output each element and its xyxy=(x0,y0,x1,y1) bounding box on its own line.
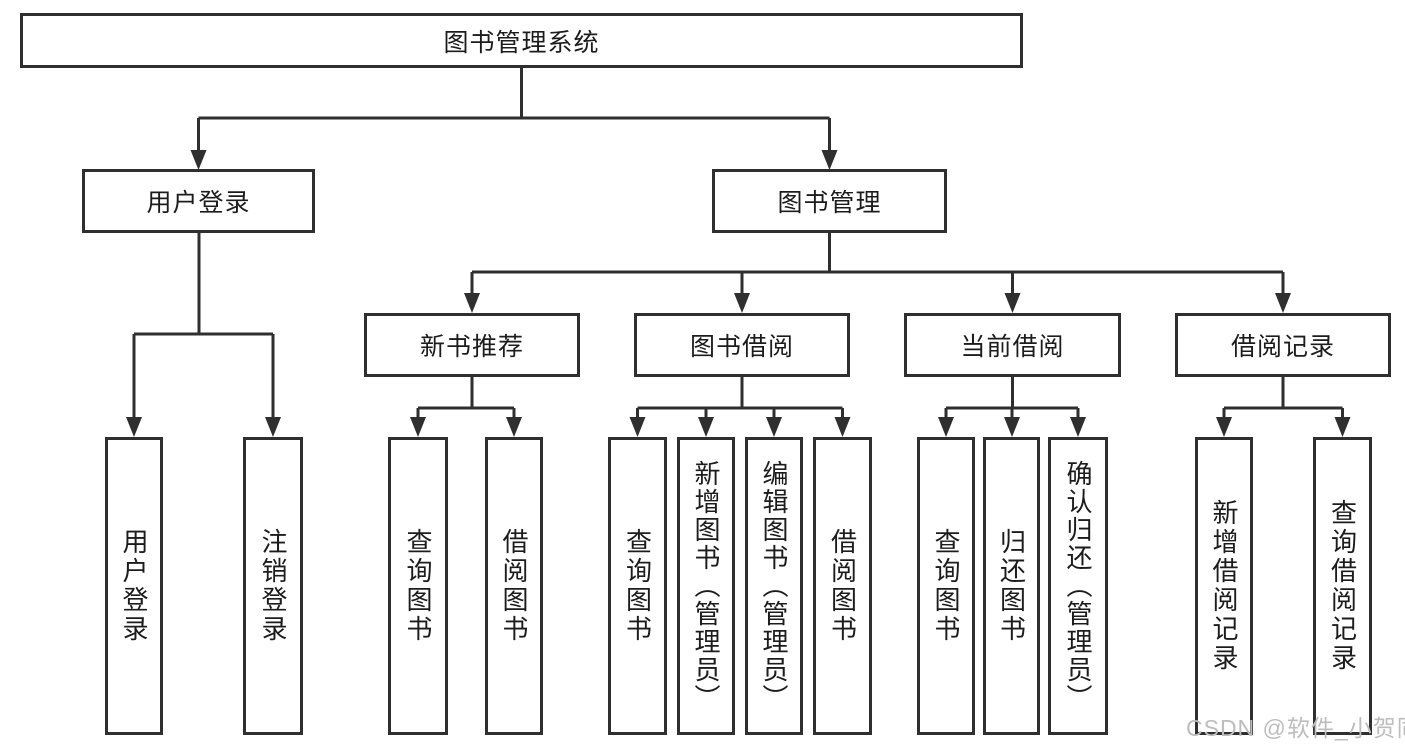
leaf-br-add-record-label: 新增借阅记录 xyxy=(1209,499,1239,673)
leaf-rec-borrow-book-label: 借阅图书 xyxy=(499,528,529,644)
leaf-bb-borrow-book-label: 借阅图书 xyxy=(827,528,858,644)
leaf-logout-label: 注销登录 xyxy=(258,528,288,644)
node-book-borrow-label: 图书借阅 xyxy=(689,333,794,361)
node-borrow-records: 借阅记录 xyxy=(1175,313,1391,377)
leaf-br-add-record: 新增借阅记录 xyxy=(1195,437,1253,735)
leaf-rec-query-book-label: 查询图书 xyxy=(403,528,433,644)
leaf-cb-return-book: 归还图书 xyxy=(983,437,1040,735)
leaf-cb-query-book: 查询图书 xyxy=(917,437,975,735)
leaf-br-query-record-label: 查询借阅记录 xyxy=(1327,499,1358,673)
leaf-bb-edit-book-admin-label: 编辑图书（管理员） xyxy=(759,460,789,712)
node-current-borrow: 当前借阅 xyxy=(904,313,1121,377)
node-new-book-recommend-label: 新书推荐 xyxy=(419,333,524,361)
leaf-user-login: 用户登录 xyxy=(105,437,163,735)
node-user-login-label: 用户登录 xyxy=(146,189,251,217)
leaf-cb-confirm-return-admin: 确认归还（管理员） xyxy=(1048,437,1108,735)
node-new-book-recommend: 新书推荐 xyxy=(364,313,580,377)
node-borrow-records-label: 借阅记录 xyxy=(1230,333,1335,361)
leaf-bb-add-book-admin-label: 新增图书（管理员） xyxy=(691,460,721,712)
leaf-rec-borrow-book: 借阅图书 xyxy=(485,437,543,735)
leaf-cb-query-book-label: 查询图书 xyxy=(931,528,961,644)
node-current-borrow-label: 当前借阅 xyxy=(960,333,1065,361)
leaf-bb-query-book-label: 查询图书 xyxy=(622,528,653,644)
leaf-cb-confirm-return-admin-label: 确认归还（管理员） xyxy=(1063,460,1093,712)
leaf-bb-edit-book-admin: 编辑图书（管理员） xyxy=(745,437,803,735)
csdn-watermark: CSDN @软件_小贺同学 xyxy=(1186,715,1405,741)
leaf-bb-query-book: 查询图书 xyxy=(608,437,667,735)
node-user-login: 用户登录 xyxy=(82,169,315,233)
node-root-label: 图书管理系统 xyxy=(443,28,600,57)
node-book-management: 图书管理 xyxy=(712,169,947,233)
leaf-cb-return-book-label: 归还图书 xyxy=(996,528,1027,644)
node-book-borrow: 图书借阅 xyxy=(634,313,850,377)
node-book-management-label: 图书管理 xyxy=(777,189,882,217)
leaf-logout: 注销登录 xyxy=(243,437,303,735)
node-root-library-system: 图书管理系统 xyxy=(20,13,1023,68)
leaf-br-query-record: 查询借阅记录 xyxy=(1313,437,1372,735)
leaf-rec-query-book: 查询图书 xyxy=(388,437,448,735)
leaf-user-login-label: 用户登录 xyxy=(119,528,149,644)
leaf-bb-add-book-admin: 新增图书（管理员） xyxy=(677,437,735,735)
leaf-bb-borrow-book: 借阅图书 xyxy=(813,437,872,735)
